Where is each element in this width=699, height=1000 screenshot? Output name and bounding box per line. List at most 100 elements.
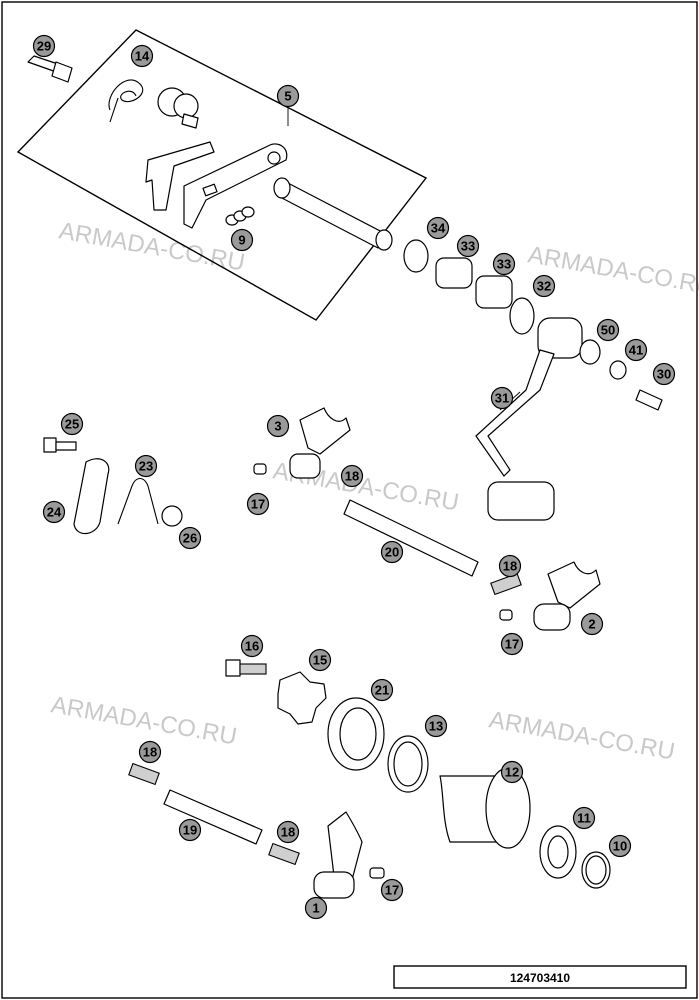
callout-3: 3 xyxy=(266,414,290,438)
callout-label: 11 xyxy=(577,811,591,826)
callout-9: 9 xyxy=(230,228,254,252)
part-23-spring xyxy=(117,477,159,525)
callout-18: 18 xyxy=(498,554,522,578)
callout-24: 24 xyxy=(42,500,66,524)
watermark: ARMADA-CO.RU xyxy=(49,691,239,750)
callout-label: 33 xyxy=(497,257,511,272)
callout-label: 34 xyxy=(431,221,446,236)
callout-label: 32 xyxy=(537,279,551,294)
callout-label: 3 xyxy=(274,419,281,434)
callout-label: 9 xyxy=(238,233,245,248)
callout-label: 17 xyxy=(251,497,265,512)
callout-41: 41 xyxy=(624,338,648,362)
part-9-washers xyxy=(225,206,255,226)
callout-label: 33 xyxy=(461,239,475,254)
callout-10: 10 xyxy=(608,834,632,858)
callout-2: 2 xyxy=(580,612,604,636)
drawing-number-box xyxy=(393,965,687,989)
callout-17: 17 xyxy=(246,492,270,516)
callout-18: 18 xyxy=(276,820,300,844)
callout-30: 30 xyxy=(652,362,676,386)
callout-33: 33 xyxy=(492,252,516,276)
callout-32: 32 xyxy=(532,274,556,298)
callout-label: 14 xyxy=(135,49,150,64)
callout-label: 29 xyxy=(37,39,51,54)
assembly-frame xyxy=(16,29,428,321)
part-50-washer xyxy=(579,339,601,365)
part-15-shift-star xyxy=(277,671,327,725)
drawing-number: 124703410 xyxy=(510,971,570,985)
callout-label: 12 xyxy=(505,765,519,780)
part-14-spring xyxy=(108,79,144,123)
part-shift-plates xyxy=(145,141,288,229)
part-1-shift-fork xyxy=(313,811,363,899)
part-11-bearing xyxy=(539,825,577,879)
callout-label: 18 xyxy=(503,559,517,574)
part-12-shift-drum xyxy=(439,767,531,849)
callout-33: 33 xyxy=(456,234,480,258)
callout-label: 16 xyxy=(245,639,259,654)
callout-21: 21 xyxy=(370,678,394,702)
callout-label: 18 xyxy=(345,469,359,484)
callout-label: 2 xyxy=(588,617,595,632)
part-33-bearing xyxy=(475,275,513,309)
callout-label: 15 xyxy=(313,653,327,668)
callout-label: 5 xyxy=(284,89,291,104)
part-25-bolt xyxy=(43,437,77,453)
callout-34: 34 xyxy=(426,216,450,240)
callout-label: 18 xyxy=(143,745,157,760)
callout-label: 26 xyxy=(183,531,197,546)
callout-13: 13 xyxy=(424,714,448,738)
part-34-washer xyxy=(403,239,429,273)
callout-17: 17 xyxy=(500,632,524,656)
callout-26: 26 xyxy=(178,526,202,550)
part-21-bearing xyxy=(327,697,385,771)
callout-label: 25 xyxy=(65,417,79,432)
part-18-spring xyxy=(490,572,522,596)
part-16-bolt xyxy=(225,659,267,677)
callout-label: 1 xyxy=(312,901,319,916)
callout-label: 30 xyxy=(657,367,671,382)
callout-17: 17 xyxy=(380,878,404,902)
part-shift-shaft xyxy=(273,177,393,251)
callout-12: 12 xyxy=(500,760,524,784)
part-2-shift-fork xyxy=(533,561,601,631)
callout-label: 10 xyxy=(613,839,627,854)
callouts: 29 14 5 9 34 33 33 32 50 41 30 31 25 23 24 26 3 18 17 20 18 2… xyxy=(32,34,676,920)
callout-25: 25 xyxy=(60,412,84,436)
part-24-lever xyxy=(73,458,110,535)
watermark: ARMADA-CO.RU xyxy=(57,217,247,276)
callout-label: 18 xyxy=(281,825,295,840)
callout-18: 18 xyxy=(340,464,364,488)
callout-16: 16 xyxy=(240,634,264,658)
callout-label: 41 xyxy=(629,343,643,358)
part-17-pin xyxy=(253,463,267,475)
callout-label: 21 xyxy=(375,683,389,698)
part-30-bolt xyxy=(635,389,663,411)
part-31-shift-lever xyxy=(475,317,583,521)
watermark: ARMADA-CO.RU xyxy=(487,706,677,765)
callout-label: 17 xyxy=(385,883,399,898)
callout-50: 50 xyxy=(596,318,620,342)
callout-20: 20 xyxy=(380,540,404,564)
part-3-shift-fork xyxy=(289,407,351,479)
callout-5: 5 xyxy=(276,84,300,108)
callout-31: 31 xyxy=(490,386,514,410)
part-10-ring xyxy=(581,851,611,889)
callout-15: 15 xyxy=(308,648,332,672)
part-18-spring xyxy=(128,762,160,786)
callout-29: 29 xyxy=(32,34,56,58)
callout-18: 18 xyxy=(138,740,162,764)
part-33-bearing xyxy=(435,257,473,289)
part-17-pin xyxy=(499,609,513,621)
callout-1: 1 xyxy=(304,896,328,920)
part-13-ring xyxy=(387,735,429,793)
part-roller xyxy=(157,87,199,129)
callout-19: 19 xyxy=(178,818,202,842)
callout-label: 17 xyxy=(505,637,519,652)
callout-11: 11 xyxy=(572,806,596,830)
callout-label: 23 xyxy=(139,459,153,474)
part-26-roller xyxy=(161,505,183,527)
part-41-nut xyxy=(609,360,627,380)
